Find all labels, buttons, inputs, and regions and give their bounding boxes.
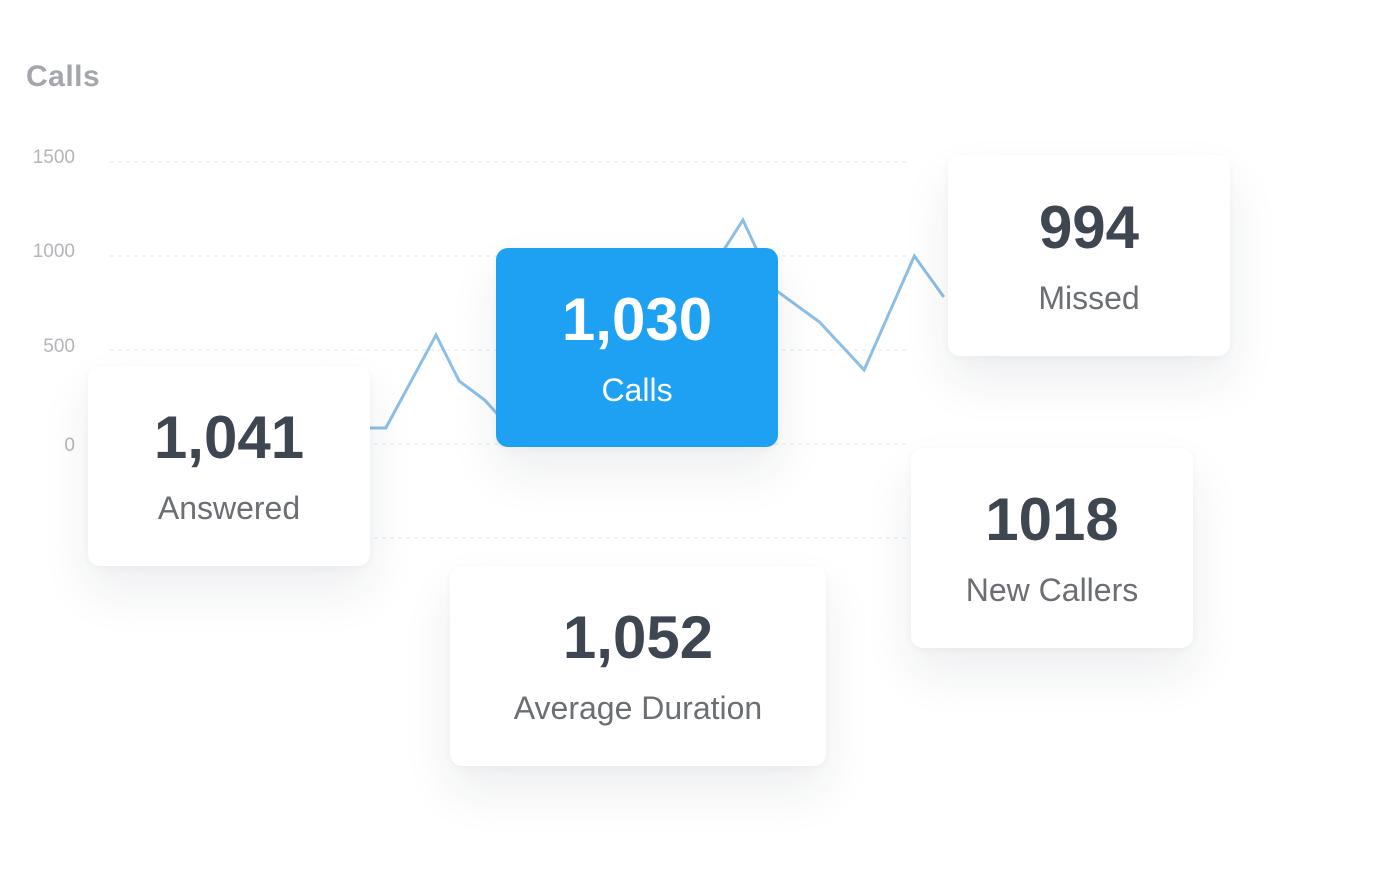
missed-value: 994	[1038, 193, 1140, 261]
missed-card[interactable]: 994 Missed	[948, 155, 1230, 356]
calls-card[interactable]: 1,030 Calls	[496, 248, 778, 447]
y-tick-label: 500	[43, 336, 75, 357]
answered-value: 1,041	[153, 404, 305, 471]
calls-value: 1,030	[561, 285, 713, 353]
new-callers-label: New Callers	[965, 572, 1139, 608]
chart-title: Calls	[26, 60, 101, 93]
calls-label: Calls	[601, 371, 673, 408]
new-callers-value: 1018	[985, 486, 1119, 553]
y-tick-label: 0	[64, 435, 75, 456]
answered-label: Answered	[157, 490, 301, 526]
average-duration-card[interactable]: 1,052 Average Duration	[450, 566, 826, 766]
y-tick-label: 1500	[32, 147, 75, 168]
average-duration-label: Average Duration	[513, 690, 763, 726]
average-duration-value: 1,052	[562, 604, 714, 671]
new-callers-card[interactable]: 1018 New Callers	[911, 448, 1193, 648]
missed-label: Missed	[1038, 279, 1140, 316]
answered-card[interactable]: 1,041 Answered	[88, 366, 370, 566]
y-tick-label: 1000	[32, 241, 75, 262]
